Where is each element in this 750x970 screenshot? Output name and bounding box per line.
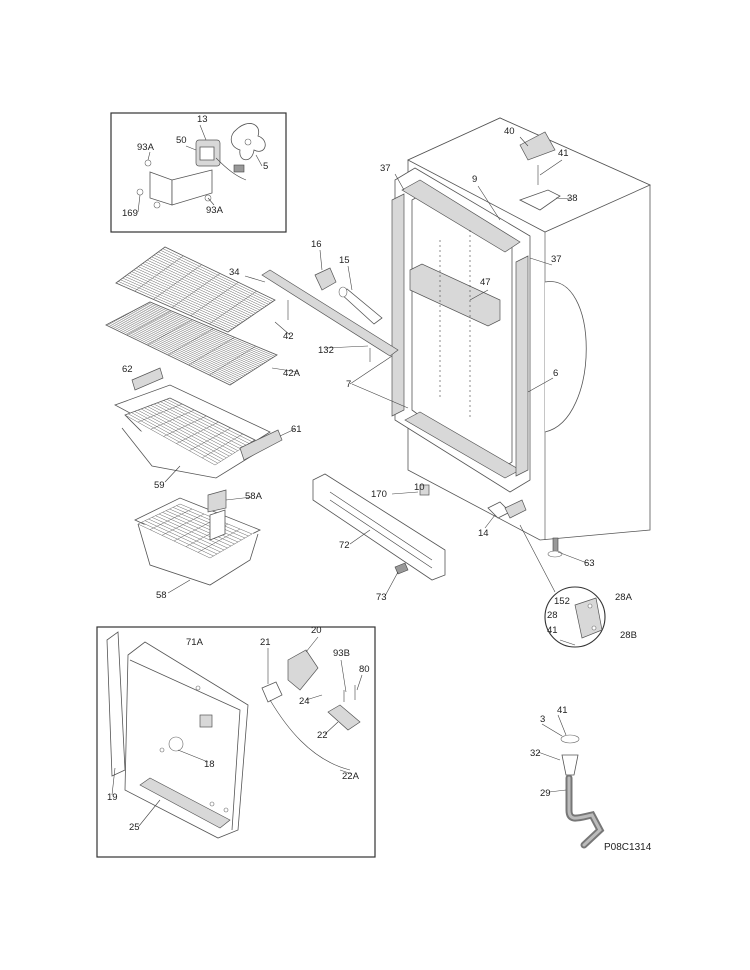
callout-c28: 28: [547, 610, 558, 621]
callout-c42: 42: [283, 331, 294, 342]
callout-c37_right: 37: [551, 254, 562, 265]
diagram-code: P08C1314: [604, 842, 652, 853]
callout-c18: 18: [204, 759, 215, 770]
callout-c41_bot: 41: [557, 705, 568, 716]
callout-c93b: 93B: [333, 648, 350, 659]
callout-c47: 47: [480, 277, 491, 288]
callout-c5: 5: [263, 161, 268, 172]
callout-c152: 152: [554, 596, 570, 607]
callout-c62: 62: [122, 364, 133, 375]
callout-c6: 6: [553, 368, 558, 379]
callout-c169: 169: [122, 208, 138, 219]
callout-c71a: 71A: [186, 637, 204, 648]
basket-small: [134, 497, 261, 586]
callout-c29: 29: [540, 788, 551, 799]
callout-c42a: 42A: [283, 368, 301, 379]
callout-c132: 132: [318, 345, 334, 356]
callout-c50: 50: [176, 135, 187, 146]
callout-c13: 13: [197, 114, 208, 125]
callout-c20: 20: [311, 625, 322, 636]
callout-c61: 61: [291, 424, 302, 435]
callout-c170: 170: [371, 489, 387, 500]
shelf-grid: [105, 246, 278, 386]
callout-c93a_bot: 93A: [206, 205, 224, 216]
callout-c3: 3: [540, 714, 545, 725]
callout-c32: 32: [530, 748, 541, 759]
basket-large: [114, 384, 271, 479]
top-hinge: [518, 131, 561, 211]
hinge-detail: [519, 524, 606, 648]
callout-c59: 59: [154, 480, 165, 491]
callout-c24: 24: [299, 696, 310, 707]
callout-c16: 16: [311, 239, 322, 250]
callout-c34: 34: [229, 267, 240, 278]
callout-c22a: 22A: [342, 771, 360, 782]
callout-c19: 19: [107, 792, 118, 803]
basket-small-grid: [137, 503, 253, 559]
callout-c41_hinge: 41: [547, 625, 558, 636]
drain-tube-assembly: [560, 734, 605, 849]
leader-lines: [111, 124, 588, 827]
callout-c80: 80: [359, 664, 370, 675]
callout-c72: 72: [339, 540, 350, 551]
thermostat-parts: [314, 267, 383, 325]
callout-c28a: 28A: [615, 592, 633, 603]
callout-c14: 14: [478, 528, 489, 539]
cabinet: [391, 117, 651, 558]
back-panel-inset: [96, 626, 376, 858]
fan-motor-inset: [110, 112, 287, 233]
callout-c40: 40: [504, 126, 515, 137]
callout-c10: 10: [414, 482, 425, 493]
shelf-rail: [261, 269, 399, 362]
callout-c28b: 28B: [620, 630, 637, 641]
callout-c73: 73: [376, 592, 387, 603]
callout-c41_top: 41: [558, 148, 569, 159]
callout-c15: 15: [339, 255, 350, 266]
callout-c7: 7: [346, 379, 351, 390]
callout-c63: 63: [584, 558, 595, 569]
callout-c22: 22: [317, 730, 328, 741]
toe-grille: [312, 473, 446, 581]
callout-c93a_top: 93A: [137, 142, 155, 153]
callout-c9: 9: [472, 174, 477, 185]
callout-c58: 58: [156, 590, 167, 601]
door-switch: [487, 499, 527, 519]
callout-c21: 21: [260, 637, 271, 648]
callout-c37_top: 37: [380, 163, 391, 174]
callout-c25: 25: [129, 822, 140, 833]
callout-c38: 38: [567, 193, 578, 204]
callout-c58a: 58A: [245, 491, 263, 502]
